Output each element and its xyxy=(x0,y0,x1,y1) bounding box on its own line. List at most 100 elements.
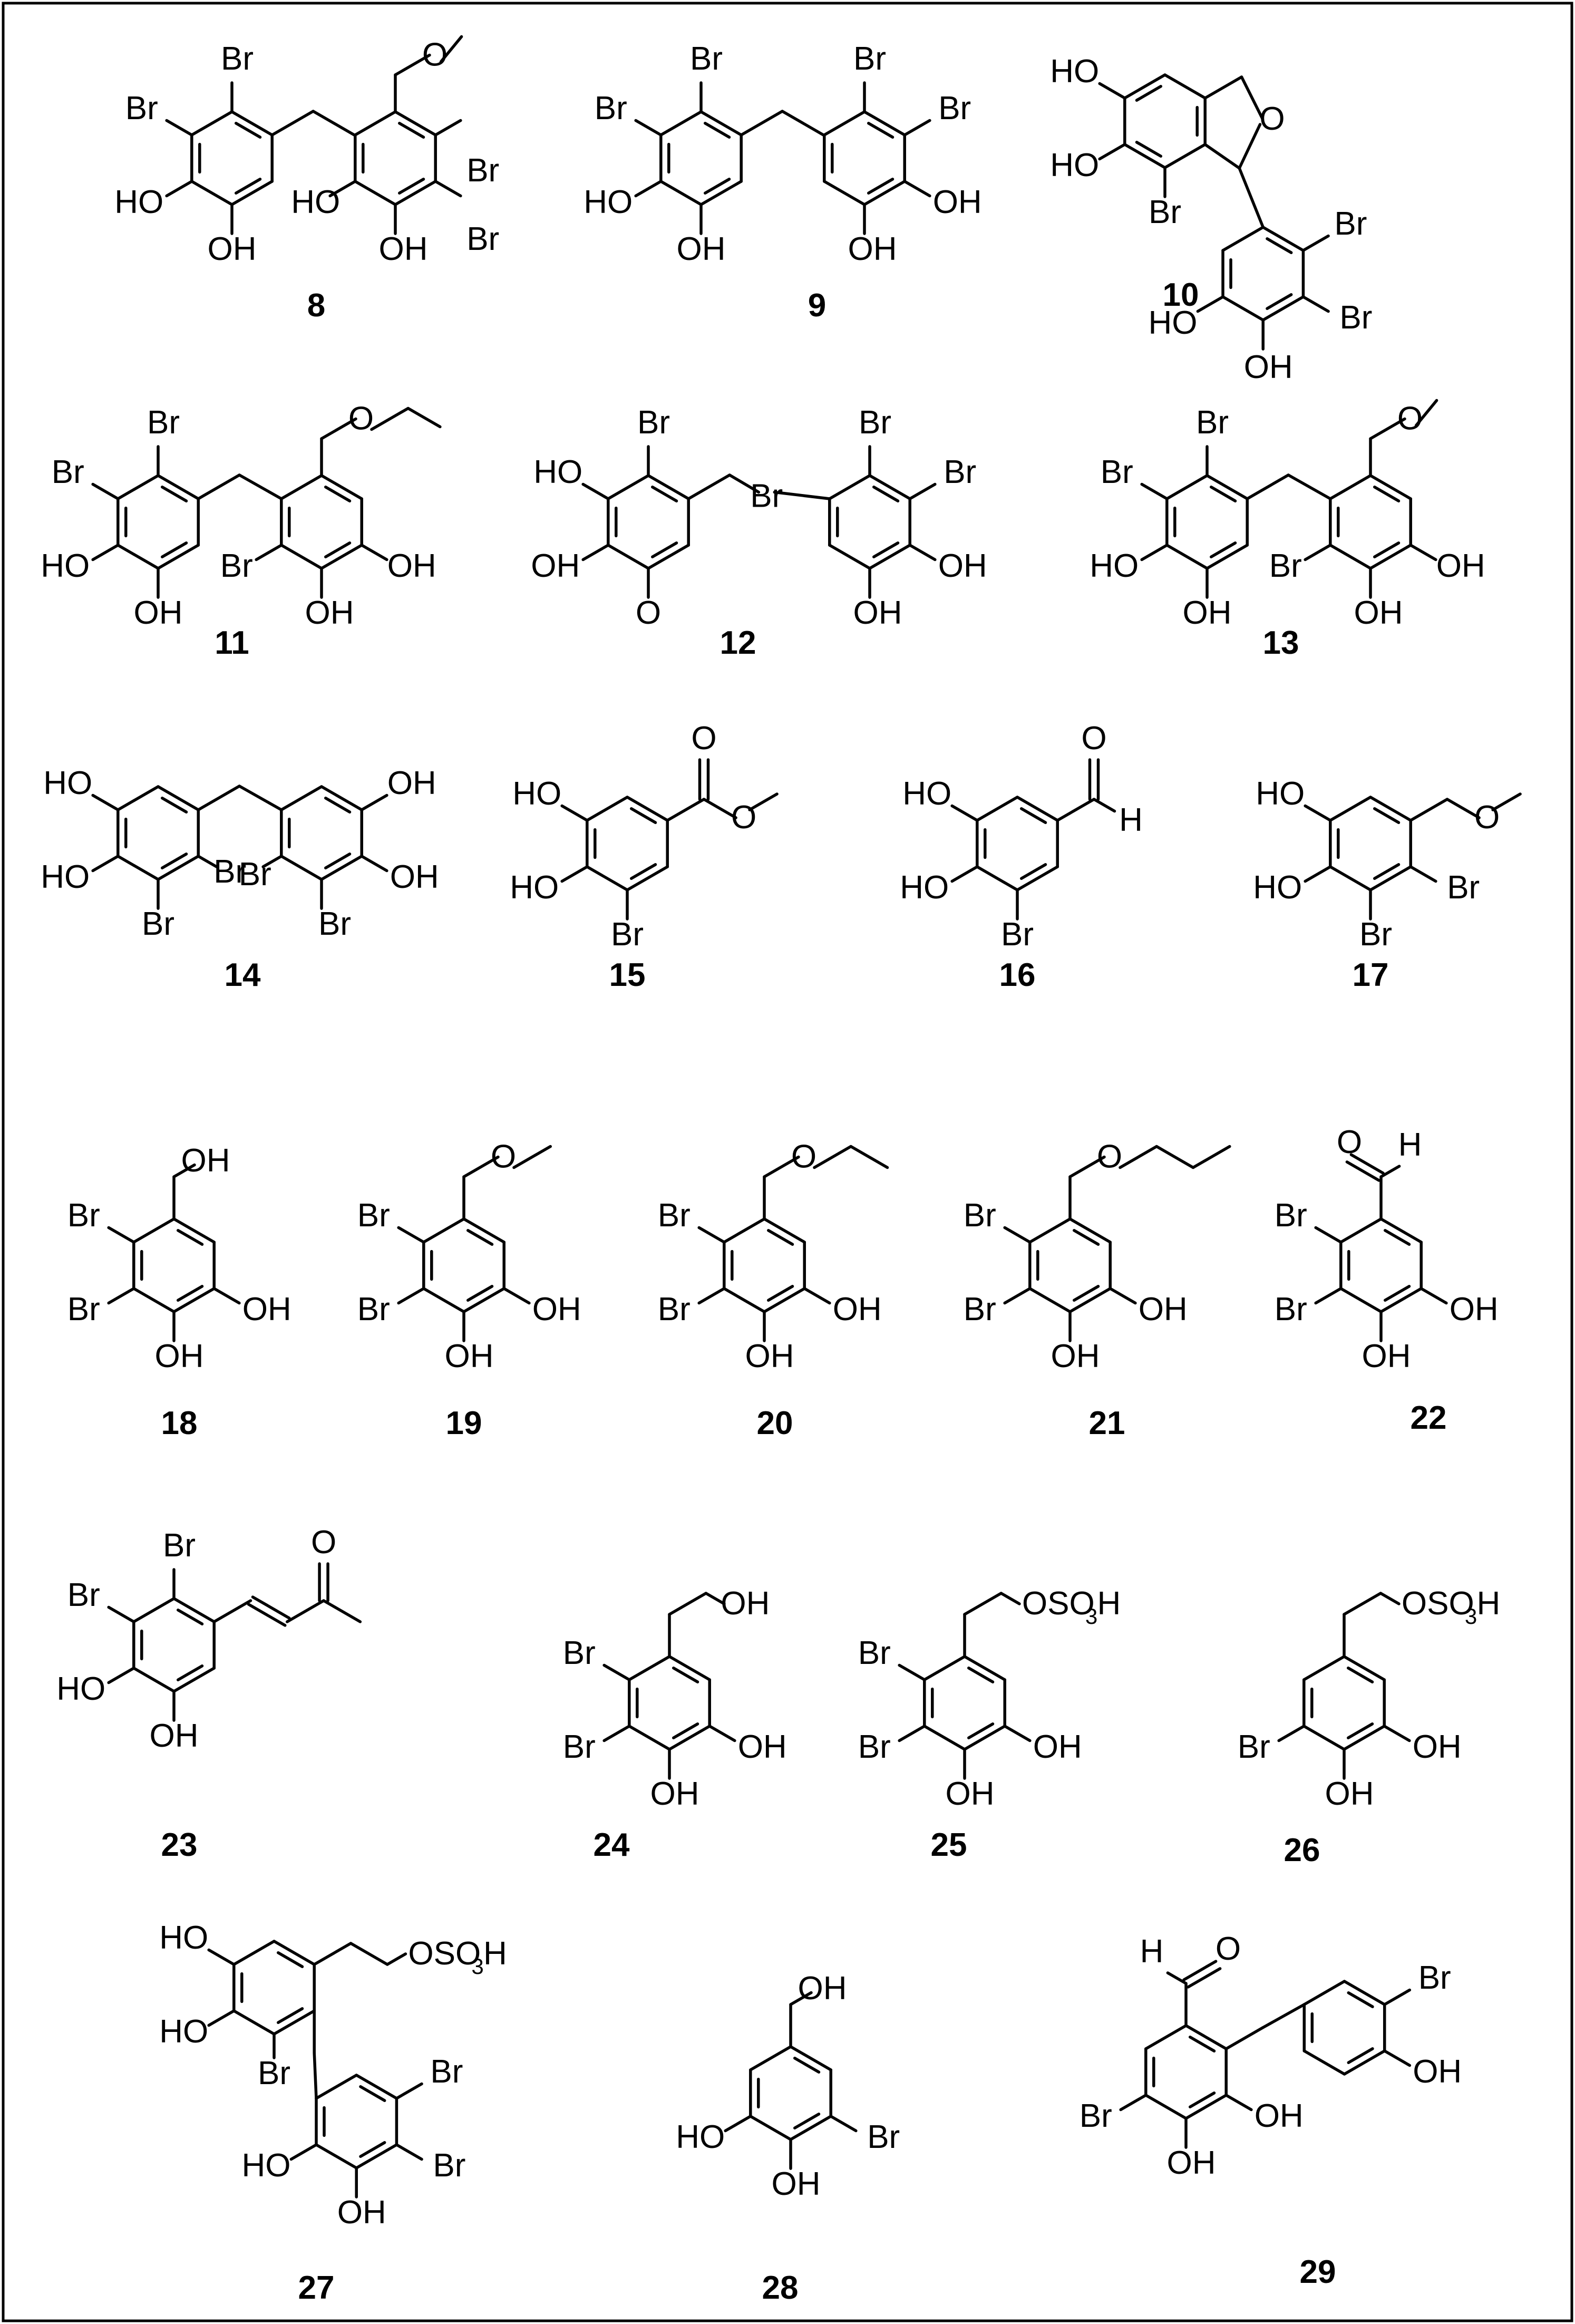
atom-label: Br xyxy=(357,1197,390,1234)
bond xyxy=(1329,544,1372,570)
atom-label: Br xyxy=(1275,1291,1307,1328)
bond xyxy=(1072,1285,1100,1302)
bond xyxy=(849,1145,889,1169)
atom-label: HO xyxy=(159,1920,208,1956)
bond xyxy=(793,2113,821,2129)
bond xyxy=(422,1287,465,1313)
bond xyxy=(1343,1725,1386,1751)
bond xyxy=(116,855,160,881)
bond xyxy=(1205,544,1249,570)
bond xyxy=(1379,1592,1401,1605)
bond xyxy=(868,474,911,500)
compound-number: 8 xyxy=(307,287,325,324)
bond xyxy=(320,544,363,570)
atom-label: Br xyxy=(1418,1960,1451,1996)
atom-label: Br xyxy=(466,221,499,257)
atom-label: Br xyxy=(563,1729,596,1765)
atom-label: Br xyxy=(220,548,253,584)
bond xyxy=(1347,1991,1374,2008)
bond xyxy=(586,796,629,822)
bond xyxy=(176,1609,204,1625)
atom-label: H xyxy=(1477,1585,1501,1622)
bond xyxy=(773,490,831,500)
bond xyxy=(1379,1217,1423,1244)
atom-label: O xyxy=(636,595,661,631)
bond xyxy=(1166,1971,1188,1985)
bond xyxy=(628,1655,671,1681)
atom-label: Br xyxy=(142,906,174,942)
bond xyxy=(763,1287,806,1313)
bond xyxy=(1379,1165,1401,1178)
bond xyxy=(360,793,388,811)
bond xyxy=(1068,1155,1106,1178)
bond xyxy=(207,1948,236,1966)
atom-label: OSO xyxy=(1402,1585,1474,1622)
compounds-layer: BrBrBrBrHOOHHOOHO8BrBrBrBrHOOHOHOH9HOHOB… xyxy=(41,35,1522,2306)
bond xyxy=(172,1163,196,1178)
bond xyxy=(1383,1229,1411,1246)
atom-label: Br xyxy=(867,2119,900,2155)
bond xyxy=(872,486,900,502)
atom-label: O xyxy=(1097,1139,1122,1175)
bond xyxy=(766,1285,794,1302)
atom-label: OH xyxy=(677,231,726,267)
atom-label: OH xyxy=(1362,1338,1411,1374)
bond xyxy=(586,865,629,892)
bond xyxy=(1092,798,1116,813)
atom-label: OH xyxy=(305,595,354,631)
bond xyxy=(165,119,193,137)
bond xyxy=(923,1655,966,1681)
bond xyxy=(1266,237,1293,254)
bond xyxy=(976,796,1019,822)
atom-label: Br xyxy=(67,1197,100,1234)
atom-subscript: 3 xyxy=(1465,1604,1477,1629)
atom-label: O xyxy=(348,401,374,437)
atom-label: HO xyxy=(584,184,633,220)
bond xyxy=(903,180,931,198)
compound-number: 20 xyxy=(757,1405,793,1441)
atom-label: H xyxy=(1140,1933,1164,1970)
atom-label: HO xyxy=(41,548,90,584)
bond xyxy=(1329,474,1372,500)
atom-label: OH xyxy=(1244,349,1293,385)
bond xyxy=(1346,1667,1374,1683)
atom-label: OH xyxy=(1436,548,1485,584)
bond xyxy=(197,473,241,500)
atom-label: HO xyxy=(56,1671,105,1707)
bond xyxy=(270,110,315,137)
bond xyxy=(434,119,462,137)
bond xyxy=(1420,1287,1448,1305)
bond xyxy=(629,807,657,824)
bond xyxy=(823,180,866,206)
bond xyxy=(704,1592,726,1605)
bond xyxy=(1369,796,1412,822)
bond xyxy=(354,110,397,137)
bond xyxy=(1196,295,1224,313)
bond xyxy=(607,544,650,570)
bond xyxy=(107,1667,135,1684)
bond xyxy=(1056,798,1096,822)
bond xyxy=(394,110,437,137)
bond xyxy=(1287,473,1332,500)
atom-label: Br xyxy=(595,90,627,127)
bond xyxy=(699,110,743,137)
bond xyxy=(230,180,274,206)
compound-number: 24 xyxy=(594,1827,630,1863)
bond xyxy=(666,798,706,822)
atom-label: Br xyxy=(1238,1729,1270,1765)
bond xyxy=(315,2074,358,2100)
atom-label: HO xyxy=(159,2013,208,2050)
compound-number: 29 xyxy=(1300,2254,1336,2290)
bond xyxy=(1314,1226,1343,1244)
bond xyxy=(280,474,323,500)
bond xyxy=(1314,1287,1343,1305)
atom-label: OH xyxy=(379,231,428,267)
bond xyxy=(160,853,188,869)
bond xyxy=(273,2009,316,2036)
